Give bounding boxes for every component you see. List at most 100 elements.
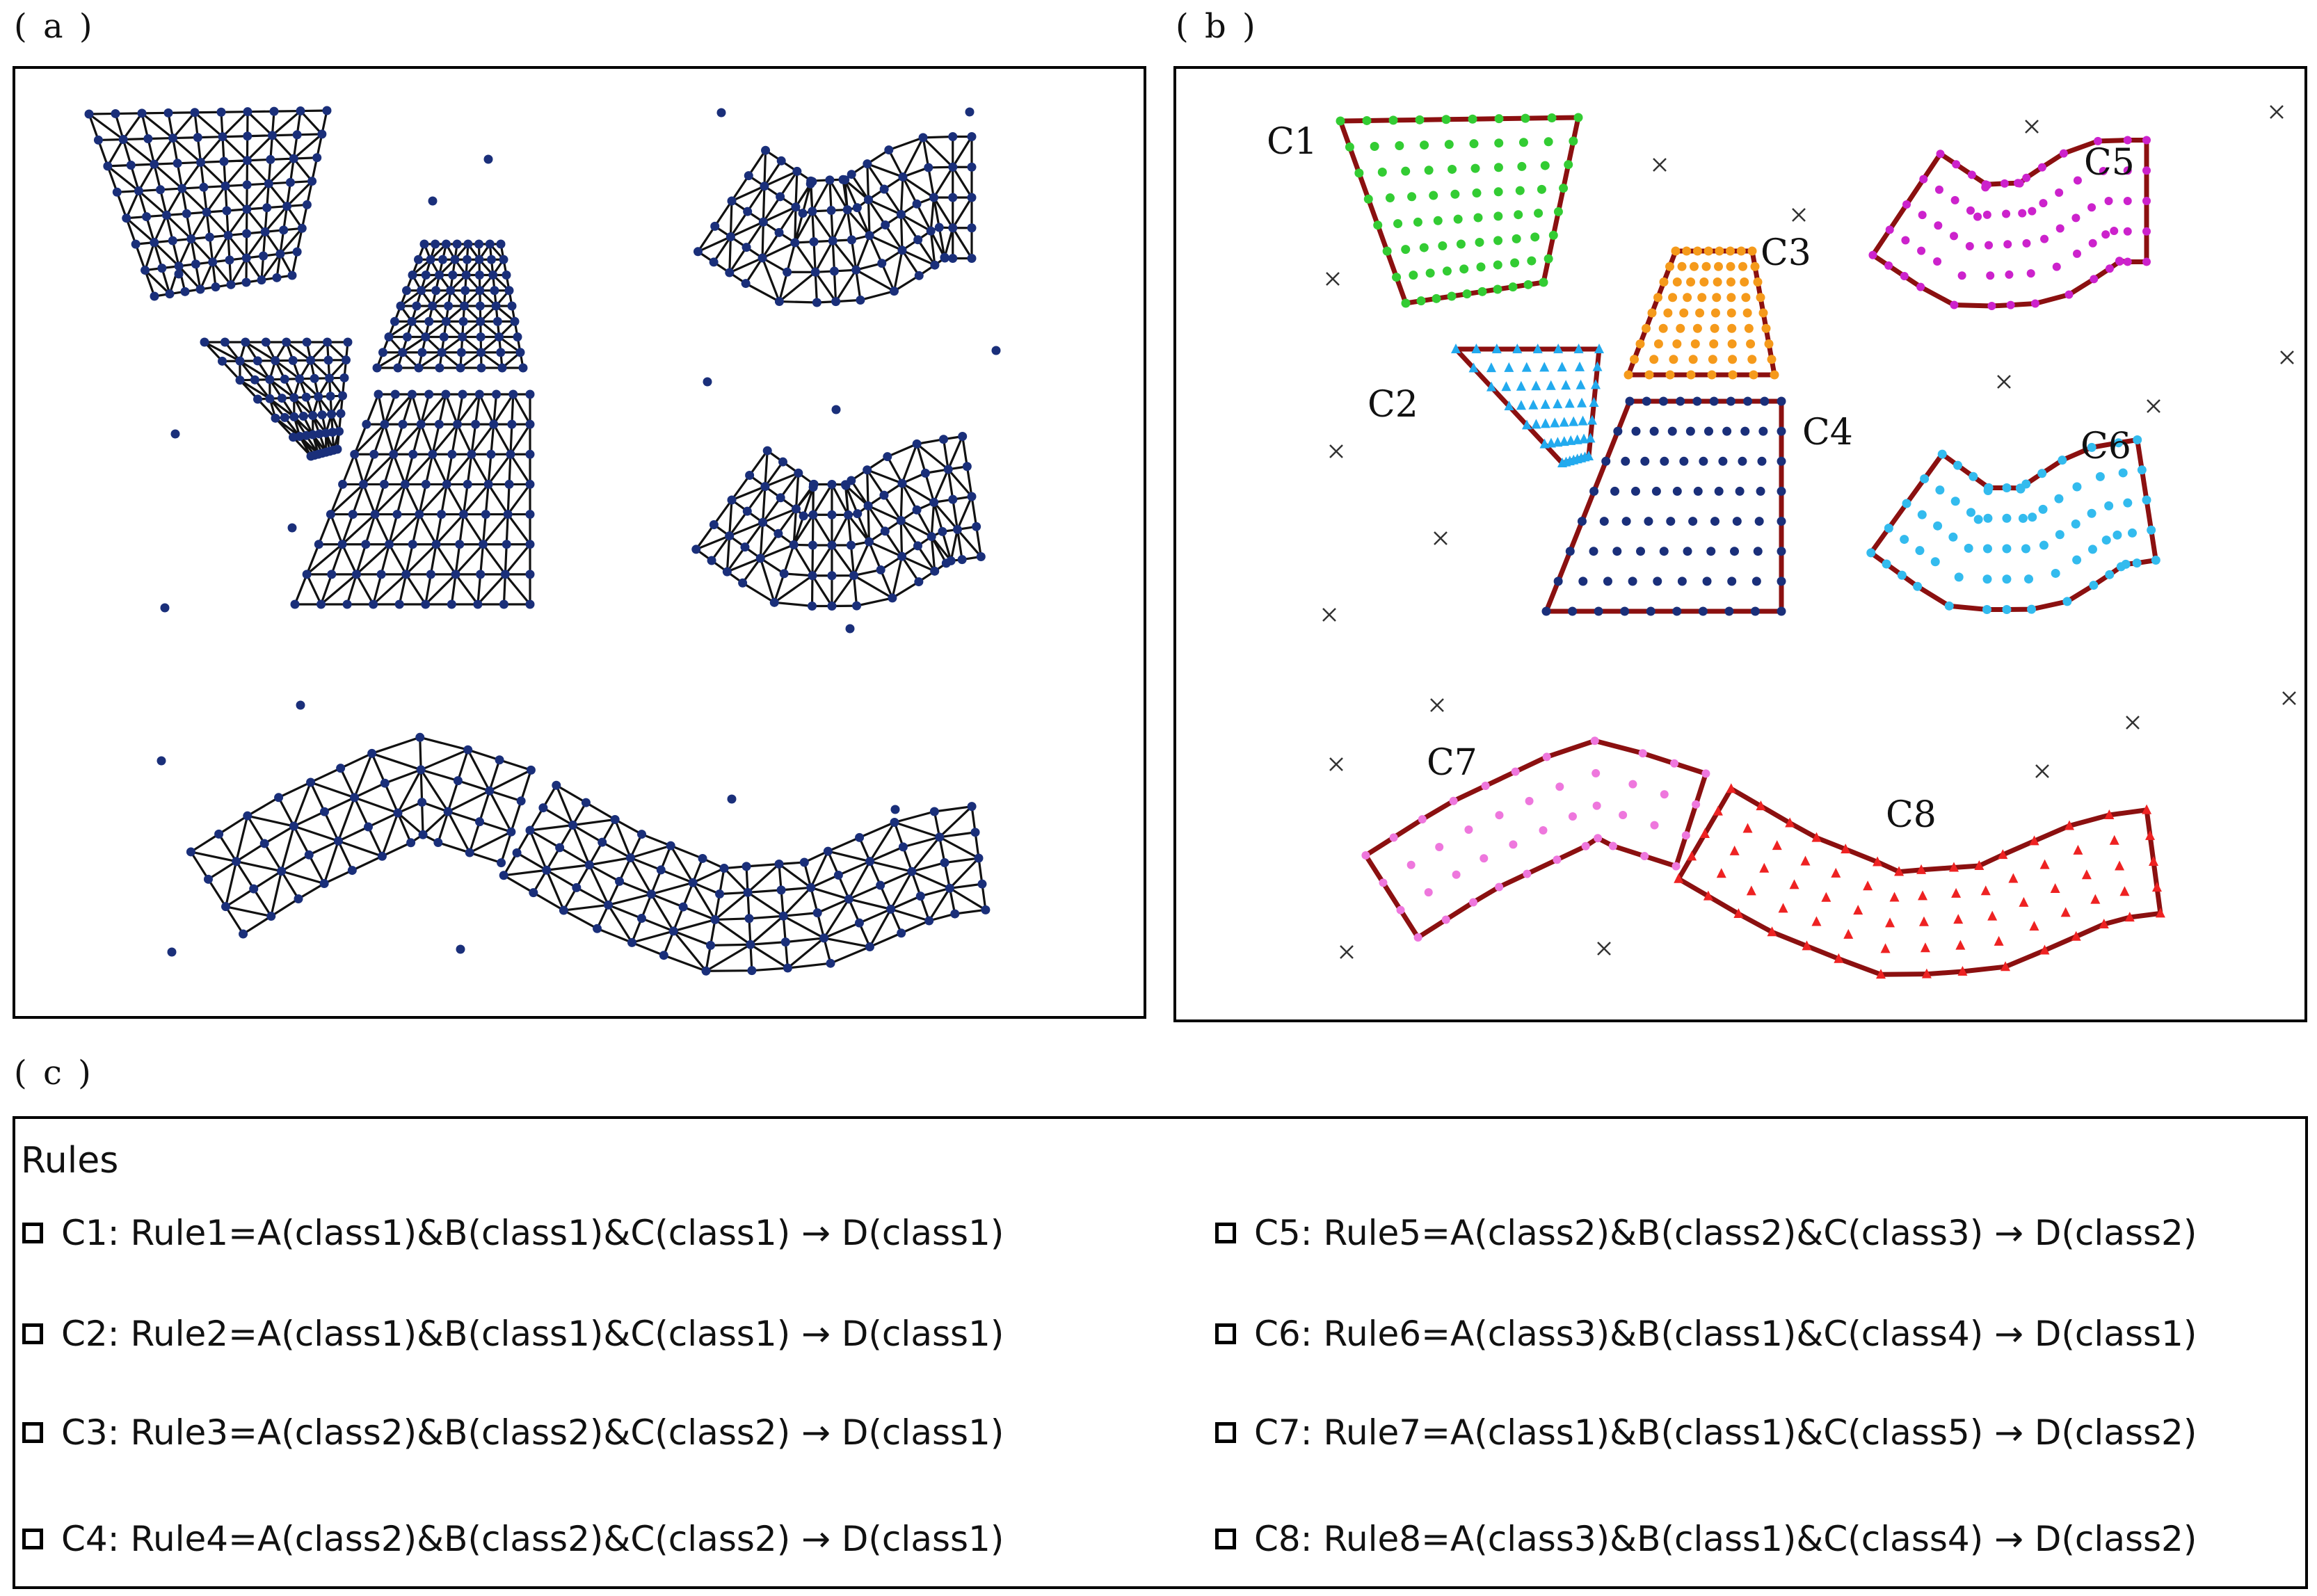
mesh-node [196, 157, 206, 167]
point-marker [1407, 192, 1417, 202]
point-marker [1628, 780, 1637, 789]
mesh-node [555, 843, 565, 853]
mesh-node [924, 163, 933, 172]
mesh-node [776, 885, 786, 895]
point-marker [1592, 768, 1601, 777]
cluster-label-c5: C5 [2084, 142, 2135, 184]
mesh-node [279, 225, 289, 235]
point-marker [1987, 301, 1996, 310]
checkbox-icon[interactable] [22, 1422, 43, 1443]
mesh-node [525, 479, 535, 489]
rule-text: C4: Rule4=A(class2)&B(class2)&C(class2) … [61, 1519, 1004, 1559]
point-marker [2119, 886, 2130, 896]
mesh-node [292, 130, 302, 140]
point-marker [1746, 339, 1756, 348]
mesh-node [898, 842, 908, 852]
mesh-node [257, 275, 266, 285]
mesh-node [825, 175, 835, 185]
point-marker [1714, 261, 1723, 271]
mesh-edges [88, 109, 328, 298]
cluster-label-c2: C2 [1368, 384, 1418, 426]
checkbox-icon[interactable] [22, 1529, 43, 1549]
mesh-node [416, 765, 426, 775]
mesh-node [938, 526, 947, 536]
mesh-node [760, 182, 769, 191]
mesh-node [741, 862, 751, 871]
mesh-node [490, 286, 499, 296]
noise-cross-icon [2126, 716, 2140, 730]
mesh-node [460, 286, 470, 296]
point-marker [1724, 606, 1734, 616]
point-marker [1749, 370, 1758, 380]
point-marker [1568, 812, 1577, 821]
point-marker [1594, 834, 1603, 843]
mesh-node [725, 268, 735, 277]
checkbox-icon[interactable] [22, 1223, 43, 1243]
mesh-node [710, 914, 720, 924]
checkbox-icon[interactable] [1215, 1323, 1236, 1344]
mesh-node [294, 894, 303, 904]
mesh-node [442, 479, 451, 489]
point-marker [1954, 572, 1964, 582]
mesh-node [312, 153, 322, 163]
mesh-node [450, 255, 460, 264]
point-marker [1441, 915, 1450, 924]
mesh-node [214, 829, 224, 839]
mesh-node [791, 202, 801, 212]
mesh-node [408, 449, 418, 459]
point-marker [1523, 280, 1533, 289]
mesh-node [156, 185, 166, 195]
mesh-node [481, 510, 490, 519]
point-marker [2001, 961, 2011, 972]
mesh-node [401, 570, 411, 579]
mesh-node [967, 193, 977, 202]
point-marker [1679, 456, 1689, 466]
point-marker [1450, 189, 1460, 199]
point-marker [1573, 344, 1584, 353]
mesh-node [503, 510, 513, 519]
point-marker [1589, 397, 1599, 407]
mesh-node [709, 257, 719, 267]
point-marker [1969, 471, 1978, 481]
point-marker [1699, 456, 1708, 466]
point-marker [1953, 460, 1963, 470]
mesh-nodes [200, 337, 353, 461]
point-marker [2087, 545, 2097, 554]
checkbox-icon[interactable] [1215, 1223, 1236, 1243]
point-marker [2101, 230, 2110, 239]
point-marker [1698, 606, 1708, 616]
mesh-node [421, 332, 431, 341]
mesh-node [369, 449, 379, 459]
mesh-node [458, 316, 468, 326]
point-marker [1659, 547, 1669, 556]
mesh-node [211, 282, 221, 292]
mesh-node [370, 510, 380, 519]
mesh-node [252, 356, 262, 366]
point-marker [1592, 801, 1601, 810]
mesh-node [456, 363, 465, 373]
mesh-node [584, 860, 594, 870]
checkbox-icon[interactable] [1215, 1529, 1236, 1549]
checkbox-icon[interactable] [22, 1323, 43, 1344]
point-marker [1501, 381, 1512, 392]
point-marker [1644, 370, 1654, 380]
mesh-node [967, 492, 977, 501]
point-marker [1525, 796, 1534, 805]
point-marker [1685, 426, 1695, 436]
mesh-node [500, 570, 510, 579]
mesh-node [946, 556, 956, 565]
mesh-node [743, 887, 753, 897]
mesh-node [173, 159, 182, 168]
mesh-node [243, 107, 252, 117]
point-marker [1647, 308, 1657, 318]
mesh-node [897, 245, 907, 255]
mesh-node [487, 255, 496, 264]
point-marker [2002, 544, 2012, 554]
mesh-node [967, 132, 977, 141]
mesh-nodes [84, 106, 332, 301]
rule-text: C2: Rule2=A(class1)&B(class1)&C(class1) … [61, 1314, 1004, 1354]
checkbox-icon[interactable] [1215, 1422, 1236, 1443]
mesh-node [435, 363, 444, 373]
point-marker [1767, 355, 1777, 364]
mesh-node [261, 337, 271, 347]
